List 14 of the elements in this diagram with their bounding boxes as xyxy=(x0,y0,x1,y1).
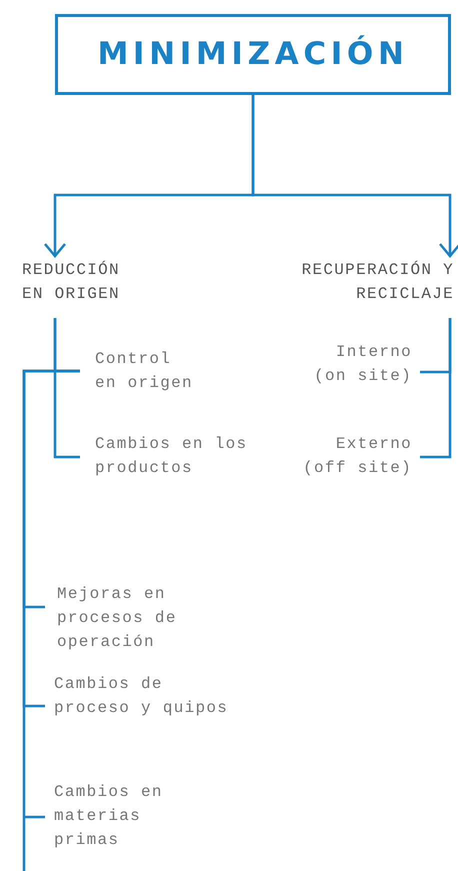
connector-line xyxy=(252,95,458,258)
connector-line xyxy=(420,318,452,458)
list-item: Mejoras en procesos de operación xyxy=(45,582,195,654)
connector-line xyxy=(54,318,80,458)
list-item: Cambios de proceso y quipos xyxy=(45,672,245,720)
list-item: Cambios en los productos xyxy=(80,432,265,480)
list-item: Cambios en materias primas xyxy=(45,780,175,852)
list-item: Externo (off site) xyxy=(290,432,420,480)
list-item: Interno (on site) xyxy=(302,340,420,388)
connector-line xyxy=(22,370,82,871)
branch-heading: REDUCCIÓN EN ORIGEN xyxy=(22,258,152,306)
title-box: MINIMIZACIÓN xyxy=(55,14,451,95)
branch-heading: RECUPERACIÓN Y RECICLAJE xyxy=(290,258,454,306)
list-item: Control en origen xyxy=(80,347,202,395)
